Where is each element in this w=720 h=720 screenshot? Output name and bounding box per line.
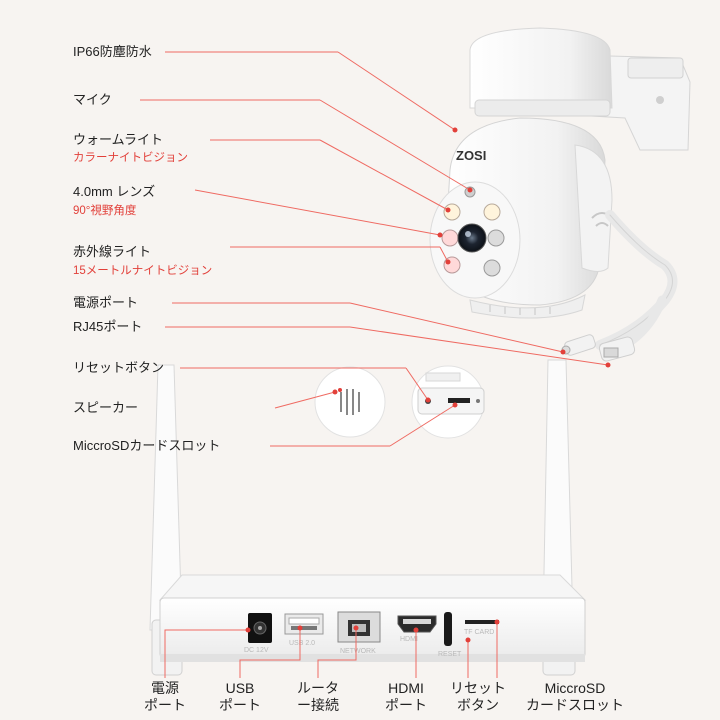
nvr-callout-hdmi: HDMI ポート: [376, 680, 436, 714]
nvr-callout-hdmi-line1: HDMI: [388, 680, 424, 696]
nvr-callout-router: ルータ ー接続: [288, 680, 348, 714]
callout-ir-light: 赤外線ライト: [73, 244, 152, 259]
nvr-callout-router-line2: ー接続: [297, 697, 339, 713]
nvr-print-network: NETWORK: [340, 648, 376, 655]
callout-speaker: スピーカー: [73, 400, 139, 415]
nvr-callout-sd: MiccroSD カードスロット: [520, 680, 630, 714]
camera-top-cap: [469, 27, 613, 109]
nvr-usb-port: [284, 613, 324, 635]
nvr-callout-usb-line1: USB: [225, 680, 255, 696]
ptz-camera: ZOSI: [429, 27, 691, 362]
brand-logo: ZOSI: [456, 148, 486, 163]
reset-sd-zoom-bubble: [411, 365, 485, 439]
ir-light: [441, 229, 459, 247]
callout-rj45-port: RJ45ポート: [73, 319, 143, 334]
nvr-recorder: DC 12V USB 2.0 NETWORK HDMI RESET TF CAR…: [149, 359, 587, 676]
nvr-callout-router-line1: ルータ: [297, 680, 339, 696]
callout-warm-light: ウォームライト: [73, 132, 163, 147]
nvr-callout-sd-line1: MiccroSD: [544, 680, 606, 696]
callout-warm-light-sub: カラーナイトビジョン: [73, 152, 188, 164]
callout-reset-button: リセットボタン: [73, 360, 165, 375]
nvr-callout-power: 電源 ポート: [135, 680, 195, 714]
nvr-callout-usb: USB ポート: [210, 680, 270, 714]
light-ring: [441, 186, 505, 277]
camera-leader-dots: [332, 127, 611, 408]
nvr-callout-power-line1: 電源: [151, 680, 179, 696]
nvr-callout-reset-line2: ボタン: [457, 697, 499, 713]
nvr-print-hdmi: HDMI: [400, 636, 418, 643]
nvr-leader-lines: [164, 622, 498, 678]
callout-lens-sub: 90°視野角度: [73, 205, 137, 217]
nvr-print-tf: TF CARD: [464, 629, 494, 636]
callout-lens: 4.0mm レンズ: [73, 184, 156, 199]
nvr-callout-power-line2: ポート: [144, 697, 186, 713]
nvr-callout-sd-line2: カードスロット: [526, 697, 624, 713]
callout-ip66: IP66防塵防水: [73, 44, 152, 59]
camera-lens: [457, 223, 487, 253]
callout-microphone: マイク: [73, 92, 112, 107]
nvr-tf-slot: [465, 620, 499, 624]
nvr-print-dc: DC 12V: [244, 647, 269, 654]
nvr-callout-hdmi-line2: ポート: [385, 697, 427, 713]
nvr-print-reset: RESET: [438, 651, 462, 658]
camera-cables: [595, 210, 678, 350]
camera-speaker-grille: [469, 294, 586, 319]
nvr-print-usb: USB 2.0: [289, 640, 315, 647]
rj45-plug: [598, 336, 636, 362]
callout-ir-light-sub: 15メートルナイトビジョン: [73, 265, 213, 277]
nvr-callout-reset-line1: リセット: [450, 680, 506, 696]
nvr-hdmi-port: [397, 615, 437, 633]
warm-light: [443, 203, 461, 221]
speaker-zoom-bubble: [314, 366, 386, 438]
nvr-reset-hole: [444, 612, 452, 646]
callout-sd-slot: MiccroSDカードスロット: [73, 438, 221, 453]
camera-leader-lines: [140, 51, 609, 447]
callout-power-port: 電源ポート: [73, 295, 139, 310]
nvr-dc-port: [248, 613, 272, 643]
nvr-callout-reset: リセット ボタン: [442, 680, 514, 714]
nvr-network-port: [337, 611, 381, 643]
nvr-callout-usb-line2: ポート: [219, 697, 261, 713]
power-plug: [561, 334, 596, 356]
